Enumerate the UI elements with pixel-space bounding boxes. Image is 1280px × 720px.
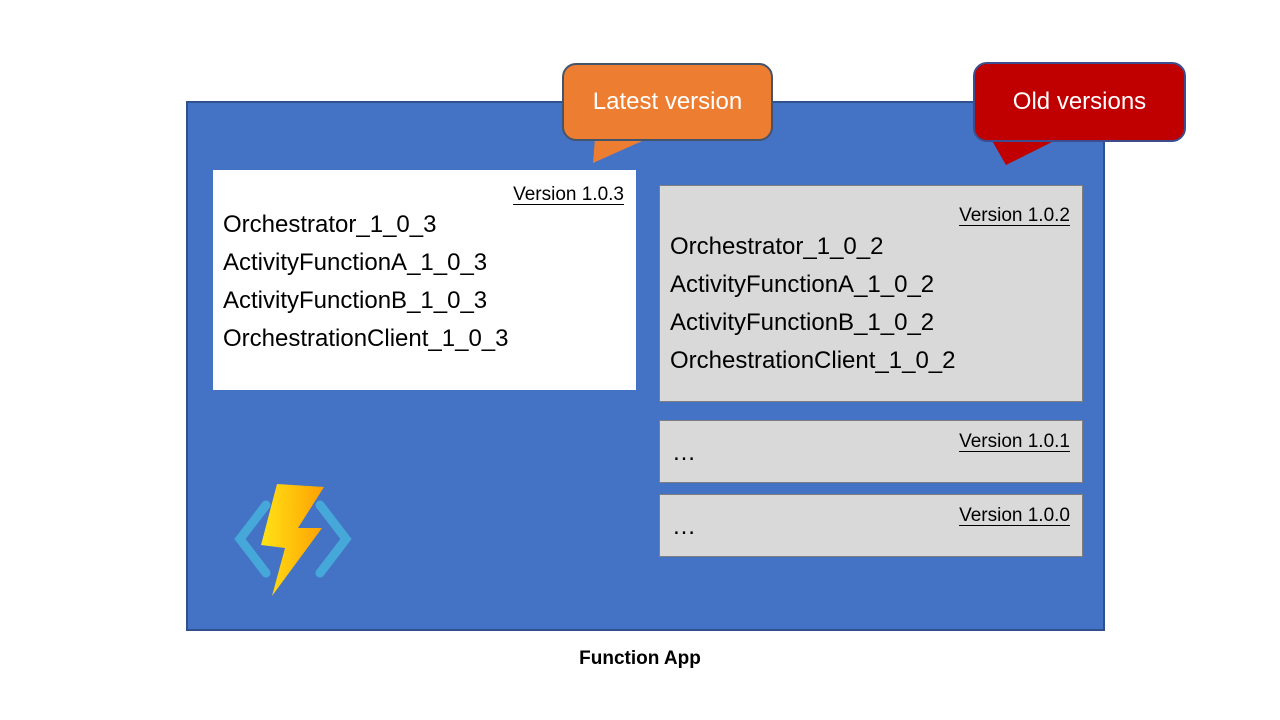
version-box-1-0-3: Version 1.0.3 Orchestrator_1_0_3 Activit… [213, 170, 636, 390]
function-name: Orchestrator_1_0_3 [223, 211, 437, 238]
function-name-list: Orchestrator_1_0_3 ActivityFunctionA_1_0… [223, 206, 509, 358]
version-box-1-0-1: Version 1.0.1 … [659, 420, 1083, 483]
version-label: Version 1.0.1 [959, 431, 1070, 452]
old-versions-callout-label: Old versions [1012, 88, 1147, 115]
function-app-caption: Function App [579, 648, 701, 669]
function-name: ActivityFunctionA_1_0_2 [670, 271, 935, 298]
function-name: Orchestrator_1_0_2 [670, 233, 884, 260]
version-label: Version 1.0.0 [959, 505, 1070, 526]
function-name: ActivityFunctionB_1_0_3 [223, 287, 488, 314]
version-label: Version 1.0.2 [959, 205, 1070, 226]
function-name-list: Orchestrator_1_0_2 ActivityFunctionA_1_0… [670, 228, 956, 380]
ellipsis-text: … [672, 513, 698, 540]
version-box-1-0-2: Version 1.0.2 Orchestrator_1_0_2 Activit… [659, 185, 1083, 402]
azure-functions-icon [234, 484, 352, 596]
latest-version-callout-label: Latest version [592, 88, 743, 115]
old-versions-callout: Old versions [973, 62, 1186, 142]
function-name: OrchestrationClient_1_0_2 [670, 347, 956, 374]
function-name: OrchestrationClient_1_0_3 [223, 325, 509, 352]
function-name: ActivityFunctionB_1_0_2 [670, 309, 935, 336]
left-angle-bracket-icon [234, 500, 271, 578]
lightning-bolt-icon [261, 484, 324, 596]
right-angle-bracket-icon [315, 500, 352, 578]
ellipsis-text: … [672, 439, 698, 466]
latest-version-callout: Latest version [562, 63, 773, 141]
version-label: Version 1.0.3 [513, 184, 624, 205]
function-name: ActivityFunctionA_1_0_3 [223, 249, 488, 276]
version-box-1-0-0: Version 1.0.0 … [659, 494, 1083, 557]
